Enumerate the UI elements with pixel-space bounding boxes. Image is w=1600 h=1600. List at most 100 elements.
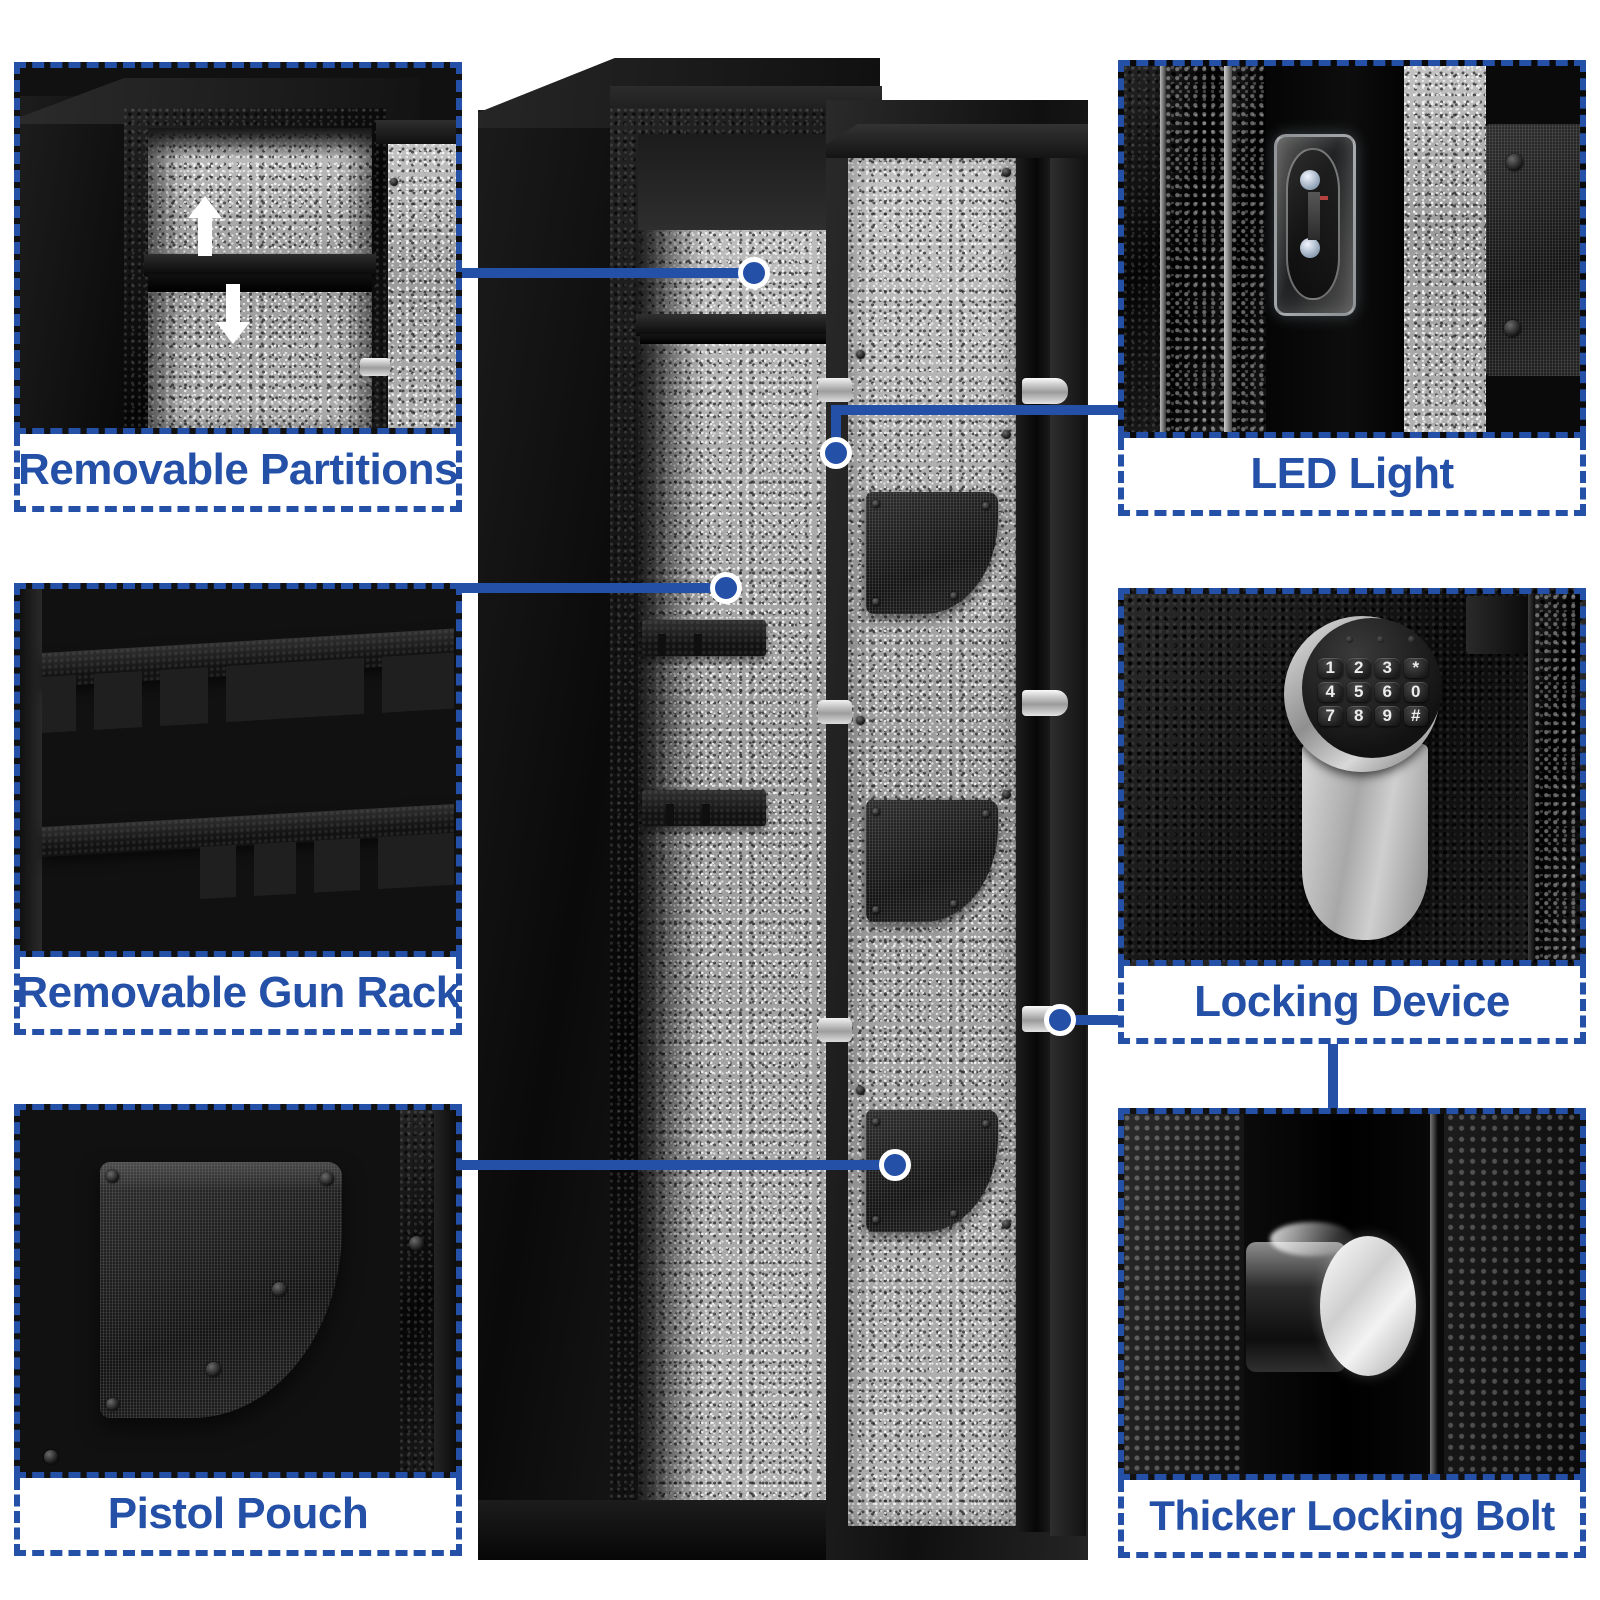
pouch-rivet	[872, 598, 880, 606]
led-interior-seam-b	[1224, 66, 1232, 432]
pouch-rivet	[872, 500, 880, 508]
keypad-key-2[interactable]: 2	[1346, 658, 1371, 678]
panel-label-thicker-locking-bolt: Thicker Locking Bolt	[1149, 1492, 1555, 1539]
locking-bolt	[818, 378, 852, 402]
keypad-key-8[interactable]: 8	[1346, 706, 1371, 726]
keypad-key-5[interactable]: 5	[1346, 682, 1371, 702]
safe-bottom-plinth	[478, 1500, 882, 1560]
panel-led-light[interactable]: LED Light	[1118, 60, 1586, 516]
pistol-pouch-body	[100, 1162, 342, 1418]
keypad-key-0[interactable]: 0	[1403, 682, 1428, 702]
interior-top-recess	[638, 134, 854, 230]
partition-locking-bolt	[360, 358, 390, 376]
keypad-indicator-light	[1408, 636, 1415, 643]
panel-label-led-light: LED Light	[1250, 449, 1454, 498]
panel-caption-thicker-locking-bolt: Thicker Locking Bolt	[1118, 1480, 1586, 1558]
pouch-rivet	[272, 1282, 287, 1297]
panel-caption-removable-partitions: Removable Partitions	[14, 434, 462, 512]
bolt-highlight-strip	[1430, 1114, 1438, 1474]
panel-label-removable-gun-rack: Removable Gun Rack	[16, 968, 460, 1017]
pouch-rivet	[106, 1170, 119, 1183]
bolt-head-sheen	[1270, 1222, 1354, 1256]
keypad-key-4[interactable]: 4	[1318, 682, 1343, 702]
gun-rack-frame-edge	[20, 589, 42, 951]
keypad-key-star[interactable]: *	[1403, 658, 1428, 678]
pouch-rivet	[950, 592, 958, 600]
locking-bolt	[818, 700, 852, 724]
connector-locking-bolt-vertical	[1328, 1015, 1338, 1109]
panel-photo-pistol-pouch	[14, 1104, 462, 1478]
callout-dot-led-light	[820, 437, 852, 469]
led-bulb-icon	[1300, 170, 1320, 190]
pouch-rivet	[872, 1216, 880, 1224]
keypad-key-hash[interactable]: #	[1403, 706, 1428, 726]
connector-pistol-pouch	[456, 1160, 904, 1170]
pistol-pouch-door-edge	[400, 1110, 434, 1472]
pouch-rivet	[206, 1362, 221, 1377]
pouch-rivet	[872, 1118, 880, 1126]
removable-shelf	[636, 314, 856, 336]
pouch-rivet	[872, 906, 880, 914]
safe-body-left-side	[478, 110, 620, 1550]
locking-bolt-head	[1320, 1236, 1416, 1376]
gun-rack-bar-lower-notch	[666, 804, 674, 826]
pouch-rivet	[950, 1210, 958, 1218]
pouch-rivet	[872, 808, 880, 816]
door-screw	[856, 350, 865, 359]
connector-led-light-horizontal	[831, 405, 1125, 415]
door-edge-channel	[1016, 140, 1050, 1532]
keypad-key-9[interactable]: 9	[1375, 706, 1400, 726]
callout-dot-pistol-pouch	[879, 1149, 911, 1181]
arrow-down-icon	[216, 284, 250, 344]
door-edge-screw	[409, 1236, 424, 1251]
keypad-indicator-light	[1377, 636, 1384, 643]
door-screw	[856, 1086, 865, 1095]
panel-photo-thicker-locking-bolt	[1118, 1108, 1586, 1480]
locking-bolt	[1022, 378, 1068, 404]
led-interior-seam-a	[1160, 66, 1166, 432]
door-screw	[1002, 1220, 1011, 1229]
keypad-key-3[interactable]: 3	[1375, 658, 1400, 678]
safe-hinge	[1466, 596, 1528, 654]
removable-shelf-edge	[640, 334, 850, 344]
keypad-key-6[interactable]: 6	[1375, 682, 1400, 702]
panel-label-locking-device: Locking Device	[1194, 977, 1510, 1026]
panel-caption-removable-gun-rack: Removable Gun Rack	[14, 957, 462, 1035]
panel-removable-partitions[interactable]: Removable Partitions	[14, 62, 462, 512]
pistol-pouch-door-outer	[434, 1110, 456, 1472]
connector-led-light-vertical	[831, 405, 841, 461]
arrow-up-icon	[188, 196, 222, 256]
locking-bolt	[1022, 690, 1068, 716]
panel-photo-removable-partitions	[14, 62, 462, 434]
door-right-edge	[1535, 594, 1580, 960]
led-felt-lining	[1404, 66, 1486, 432]
door-screw	[1002, 430, 1011, 439]
gun-rack-bar-upper-notch-2	[694, 634, 702, 656]
pouch-rivet	[106, 1398, 119, 1411]
keypad-key-1[interactable]: 1	[1318, 658, 1343, 678]
partition-door-lining	[388, 142, 456, 428]
pouch-rivet	[982, 810, 990, 818]
panel-thicker-locking-bolt[interactable]: Thicker Locking Bolt	[1118, 1108, 1586, 1558]
door-screw	[1002, 168, 1011, 177]
pouch-rivet	[950, 900, 958, 908]
bolt-door-left-panel	[1124, 1114, 1244, 1474]
safe-door	[826, 100, 1088, 1560]
keypad-key-7[interactable]: 7	[1318, 706, 1343, 726]
door-screw	[1002, 790, 1011, 799]
panel-caption-pistol-pouch: Pistol Pouch	[14, 1478, 462, 1556]
connector-removable-partitions	[456, 268, 756, 278]
bolt-door-right-panel	[1444, 1114, 1580, 1474]
safe-handle	[1302, 744, 1428, 940]
panel-removable-gun-rack[interactable]: Removable Gun Rack	[14, 583, 462, 1035]
led-panel-pouch-edge	[1486, 124, 1580, 376]
door-outer-skin	[1050, 128, 1086, 1536]
panel-caption-led-light: LED Light	[1118, 438, 1586, 516]
door-right-seam	[1528, 594, 1535, 960]
panel-pistol-pouch[interactable]: Pistol Pouch	[14, 1104, 462, 1556]
partition-interior-shadow	[148, 128, 372, 158]
